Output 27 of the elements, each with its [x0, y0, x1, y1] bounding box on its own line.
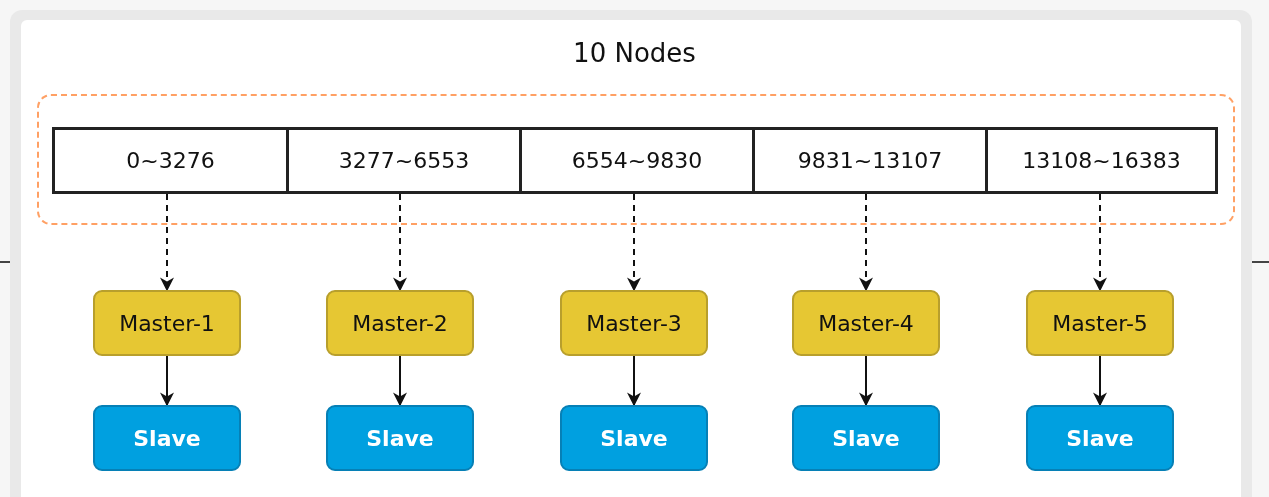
slot-range-cell: 6554~9830 — [519, 127, 755, 194]
master-box: Master-2 — [326, 290, 474, 356]
slave-box: Slave — [326, 405, 474, 471]
master-box: Master-4 — [792, 290, 940, 356]
master-box: Master-5 — [1026, 290, 1174, 356]
slave-box: Slave — [93, 405, 241, 471]
diagram-title: 10 Nodes — [572, 38, 697, 68]
arrow — [627, 355, 641, 407]
arrow — [393, 193, 407, 292]
slot-range-cell: 3277~6553 — [286, 127, 522, 194]
slave-box: Slave — [560, 405, 708, 471]
arrow — [859, 193, 873, 292]
arrow — [1093, 193, 1107, 292]
arrow — [859, 355, 873, 407]
slave-box: Slave — [1026, 405, 1174, 471]
slot-range-cell: 13108~16383 — [985, 127, 1218, 194]
arrow — [160, 355, 174, 407]
slot-range-cell: 9831~13107 — [752, 127, 988, 194]
dashed-group-frame — [37, 94, 1235, 225]
slave-box: Slave — [792, 405, 940, 471]
master-box: Master-3 — [560, 290, 708, 356]
arrow — [160, 193, 174, 292]
slot-range-cell: 0~3276 — [52, 127, 289, 194]
arrow — [1093, 355, 1107, 407]
arrow — [627, 193, 641, 292]
master-box: Master-1 — [93, 290, 241, 356]
arrow — [393, 355, 407, 407]
